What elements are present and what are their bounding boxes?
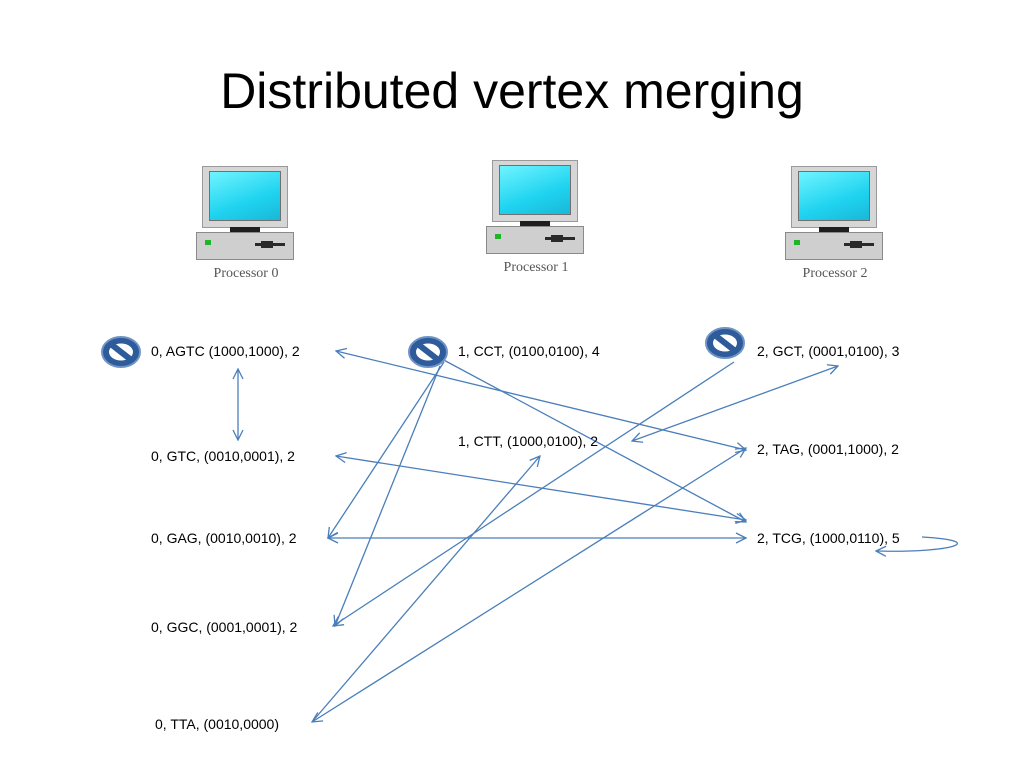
drive-button [551,235,563,242]
computer-case [486,226,584,254]
processor-0-label: Processor 0 [213,266,279,281]
edge-tag-tta [312,448,746,722]
power-led [495,234,501,239]
drive-button [261,241,273,248]
node-p1-ctt: 1, CTT, (1000,0100), 2 [458,433,599,449]
node-p0-gag: 0, GAG, (0010,0010), 2 [151,530,297,546]
monitor-stand [520,221,550,227]
no-entry-icon [101,336,141,368]
edge-tcg-self-loop [876,536,959,551]
edge-cct-gag [328,361,445,538]
edge-gtc-tcg [336,456,746,520]
processor-1-computer-icon: Processor 1 [486,160,586,280]
node-p0-agtc: 0, AGTC (1000,1000), 2 [151,343,300,359]
monitor [202,166,288,228]
computer-case [785,232,883,260]
edge-cct-ggc [335,365,441,626]
node-p1-cct: 1, CCT, (0100,0100), 4 [458,343,600,359]
node-p2-gct: 2, GCT, (0001,0100), 3 [757,343,900,359]
node-p0-tta: 0, TTA, (0010,0000) [155,716,279,732]
node-p2-tag: 2, TAG, (0001,1000), 2 [757,441,899,457]
screen [209,171,281,221]
screen [499,165,571,215]
processor-0-computer-icon: Processor 0 [196,166,296,286]
processor-1-label: Processor 1 [503,260,569,275]
monitor-stand [819,227,849,233]
power-led [794,240,800,245]
slide-title: Distributed vertex merging [220,63,804,119]
edge-ctt-tta [311,456,540,723]
computer-case [196,232,294,260]
edge-gct-ctt [632,366,838,441]
no-entry-icon [408,336,448,368]
monitor-stand [230,227,260,233]
node-p0-gtc: 0, GTC, (0010,0001), 2 [151,448,295,464]
processor-2-computer-icon: Processor 2 [785,166,885,286]
no-entry-icon [705,327,745,359]
processor-2-label: Processor 2 [802,266,868,281]
power-led [205,240,211,245]
node-p2-tcg: 2, TCG, (1000,0110), 5 [757,530,900,546]
drive-button [850,241,862,248]
screen [798,171,870,221]
node-p0-ggc: 0, GGC, (0001,0001), 2 [151,619,298,635]
